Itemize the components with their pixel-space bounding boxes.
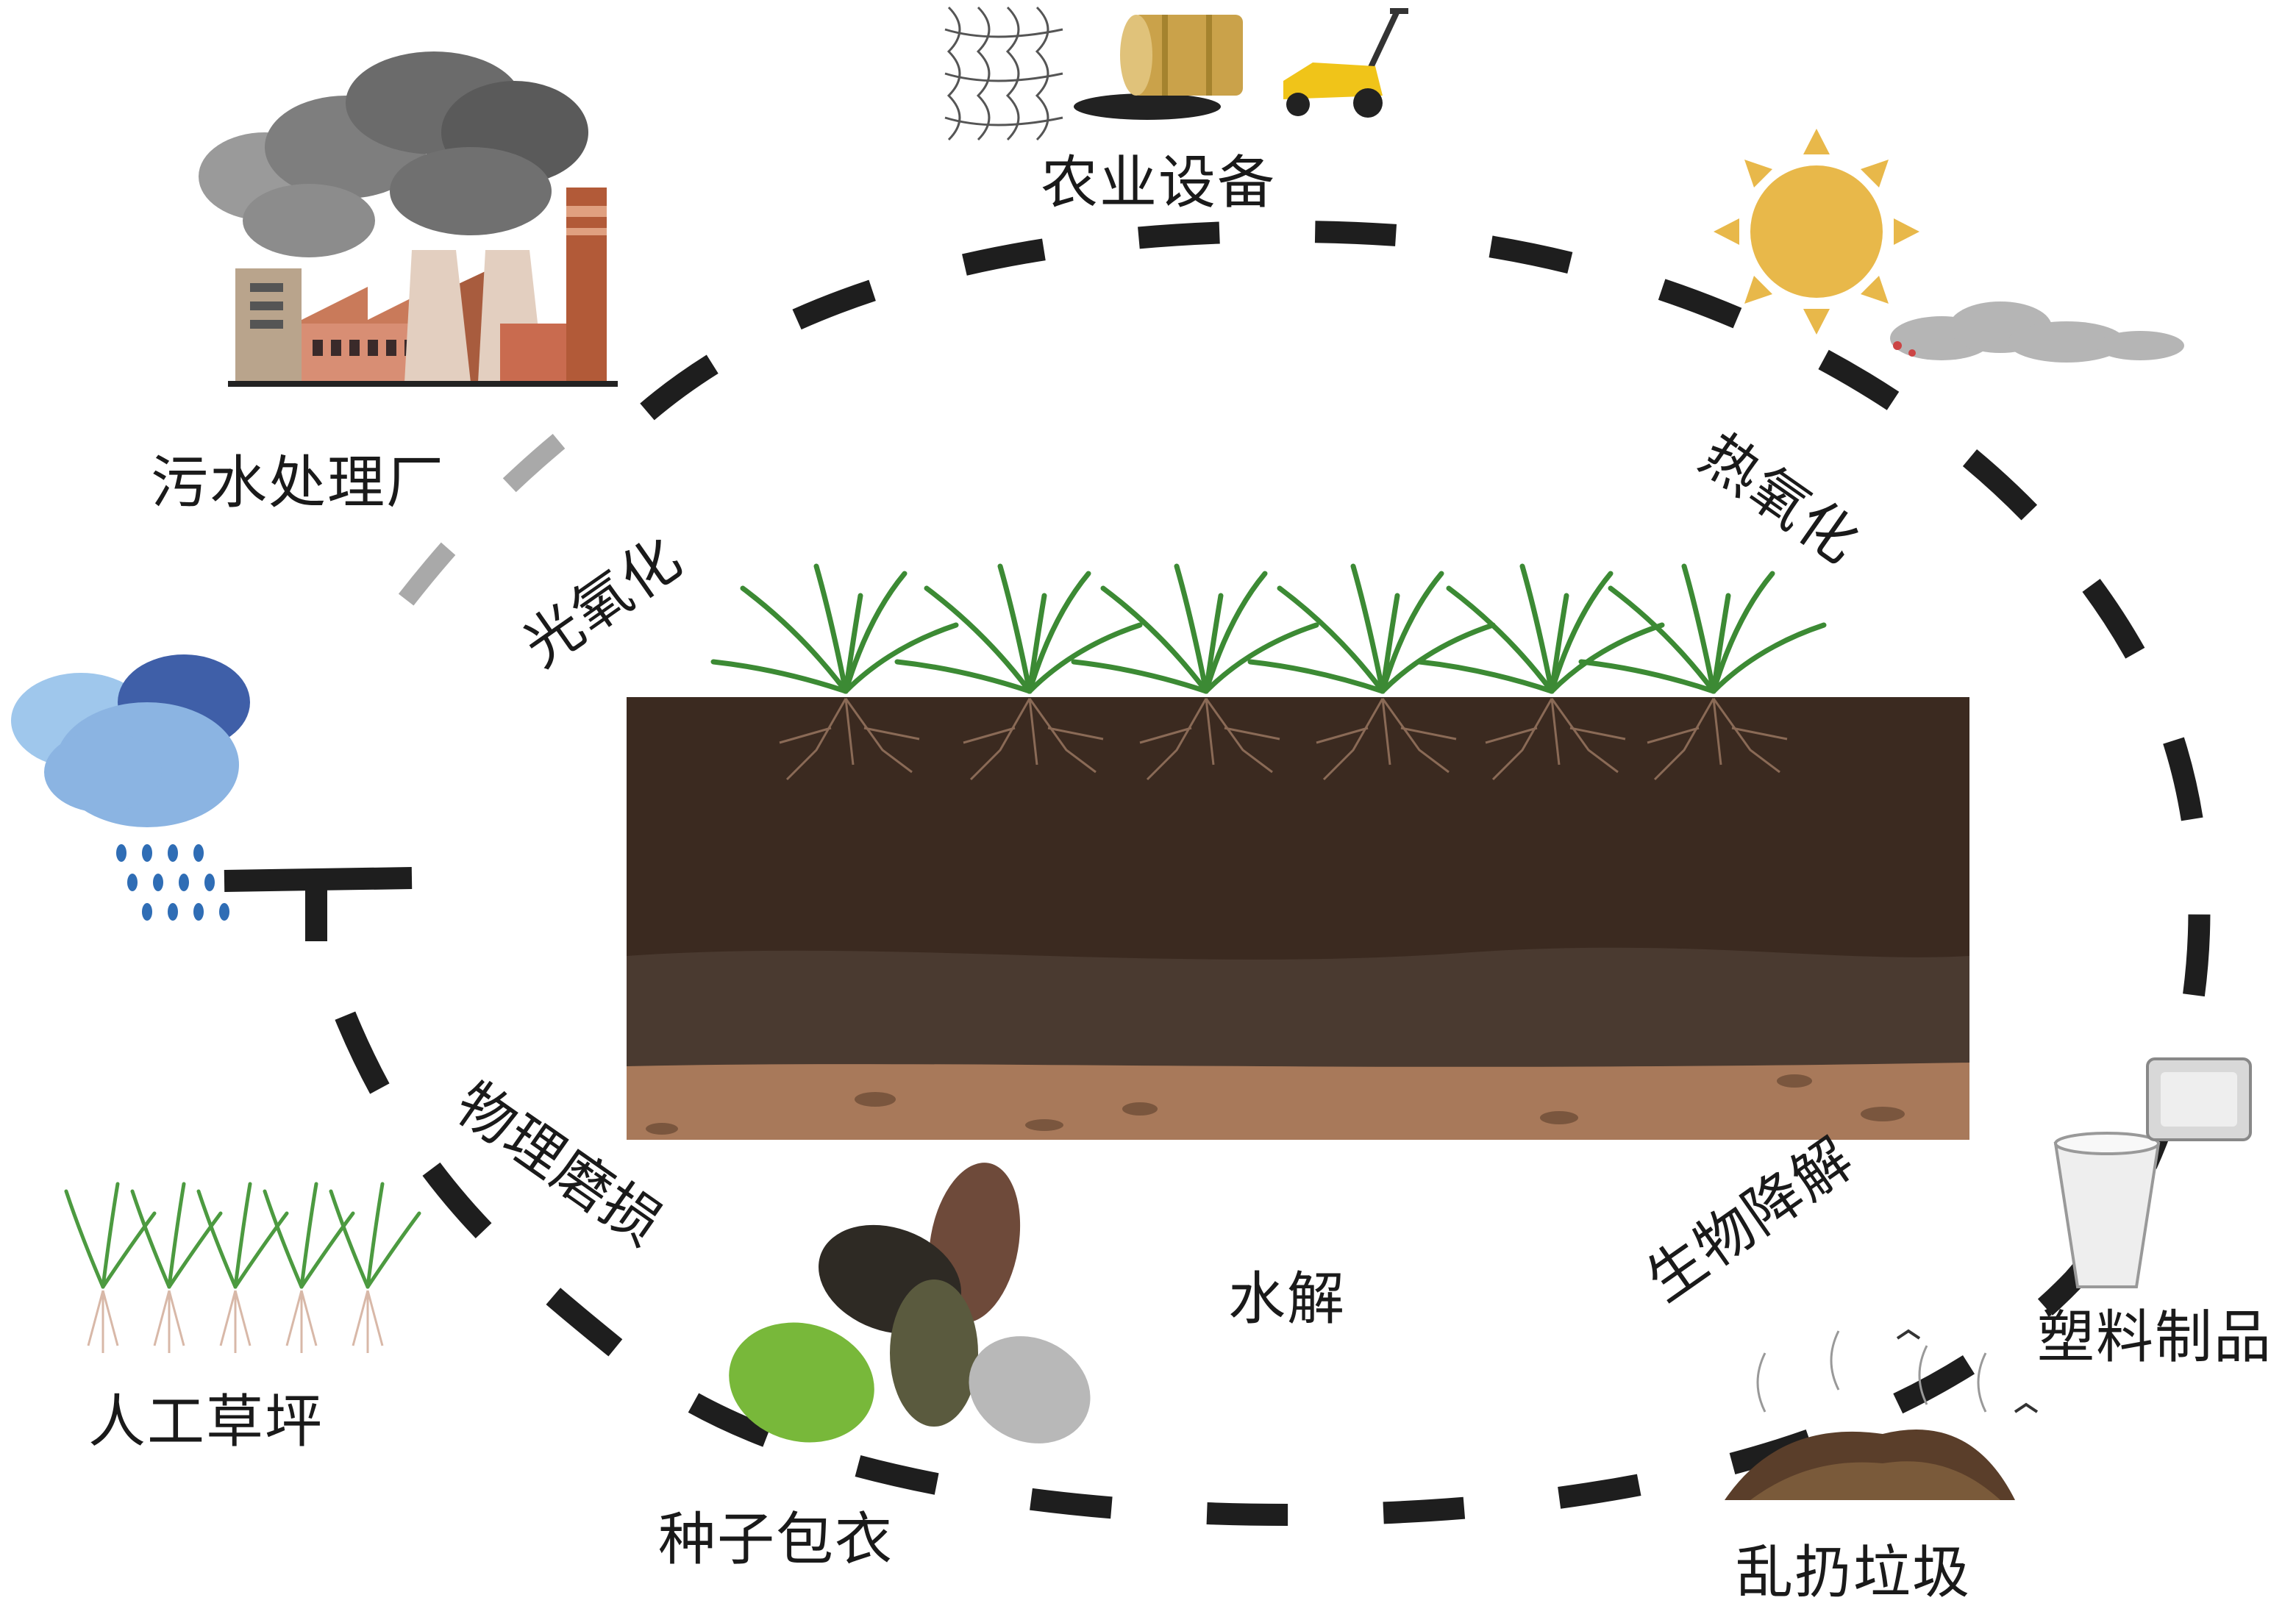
label-artificial-turf: 人工草坪 [88,1389,324,1455]
seeds-icon [729,1163,1091,1443]
plastic-cup-icon [2053,1132,2161,1288]
label-plastic-products: 塑料制品 [2037,1305,2273,1371]
artificial-turf-icon [64,1182,421,1353]
soil-block [627,697,1969,1140]
plastic-container-icon [2146,1057,2252,1141]
label-seed-coating: 种子包衣 [658,1507,894,1573]
factory-icon [199,51,618,387]
grass-on-soil [710,563,1827,694]
lawn-mower-icon [1283,8,1408,118]
smoke-cloud-icon [1890,301,2184,363]
label-hydrolysis: 水解 [1228,1266,1347,1332]
label-agri-equipment: 农业设备 [1041,150,1277,216]
dashed-cycle-path [224,220,2211,1527]
net-icon [944,6,1063,141]
roots-on-soil [779,698,1788,781]
oil-barrel-icon [1074,15,1243,120]
label-sewage-plant: 污水处理厂 [151,450,446,516]
trash-pile-icon [1725,1329,2039,1500]
label-littering: 乱扔垃圾 [1736,1540,1972,1606]
rain-cloud-icon [11,654,250,921]
sun-icon [1714,129,1919,335]
